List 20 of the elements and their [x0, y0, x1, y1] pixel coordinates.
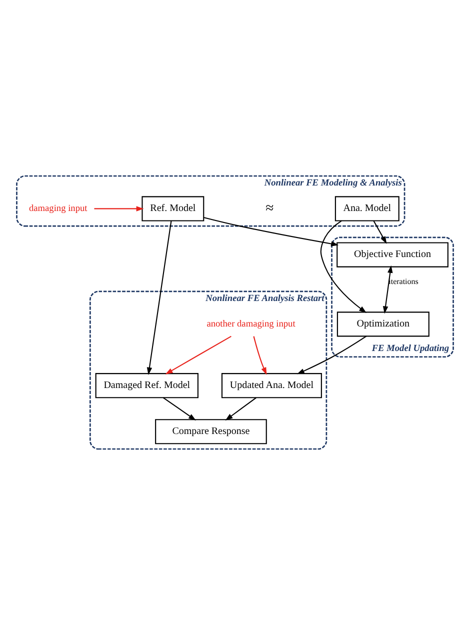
arrow [94, 206, 144, 212]
arrow [225, 397, 256, 420]
node-box: Objective Function [336, 242, 448, 268]
node-box: Optimization [336, 312, 430, 337]
arrow [253, 336, 267, 375]
node-box: Damaged Ref. Model [95, 373, 198, 398]
arrow [162, 397, 196, 421]
label: ≈ [266, 200, 274, 216]
node-text: another damaging input [206, 320, 296, 330]
node-box: Ana. Model [334, 196, 400, 222]
arrow [382, 265, 393, 314]
node-box: Ref. Model [142, 196, 204, 222]
arrow [373, 220, 387, 244]
node-box: Updated Ana. Model [221, 373, 322, 398]
arrow [146, 220, 172, 375]
arrow [204, 217, 339, 246]
node-box: Compare Response [155, 419, 267, 444]
node-text: damaging input [28, 204, 88, 214]
arrow [296, 336, 367, 374]
arrow [165, 336, 232, 374]
